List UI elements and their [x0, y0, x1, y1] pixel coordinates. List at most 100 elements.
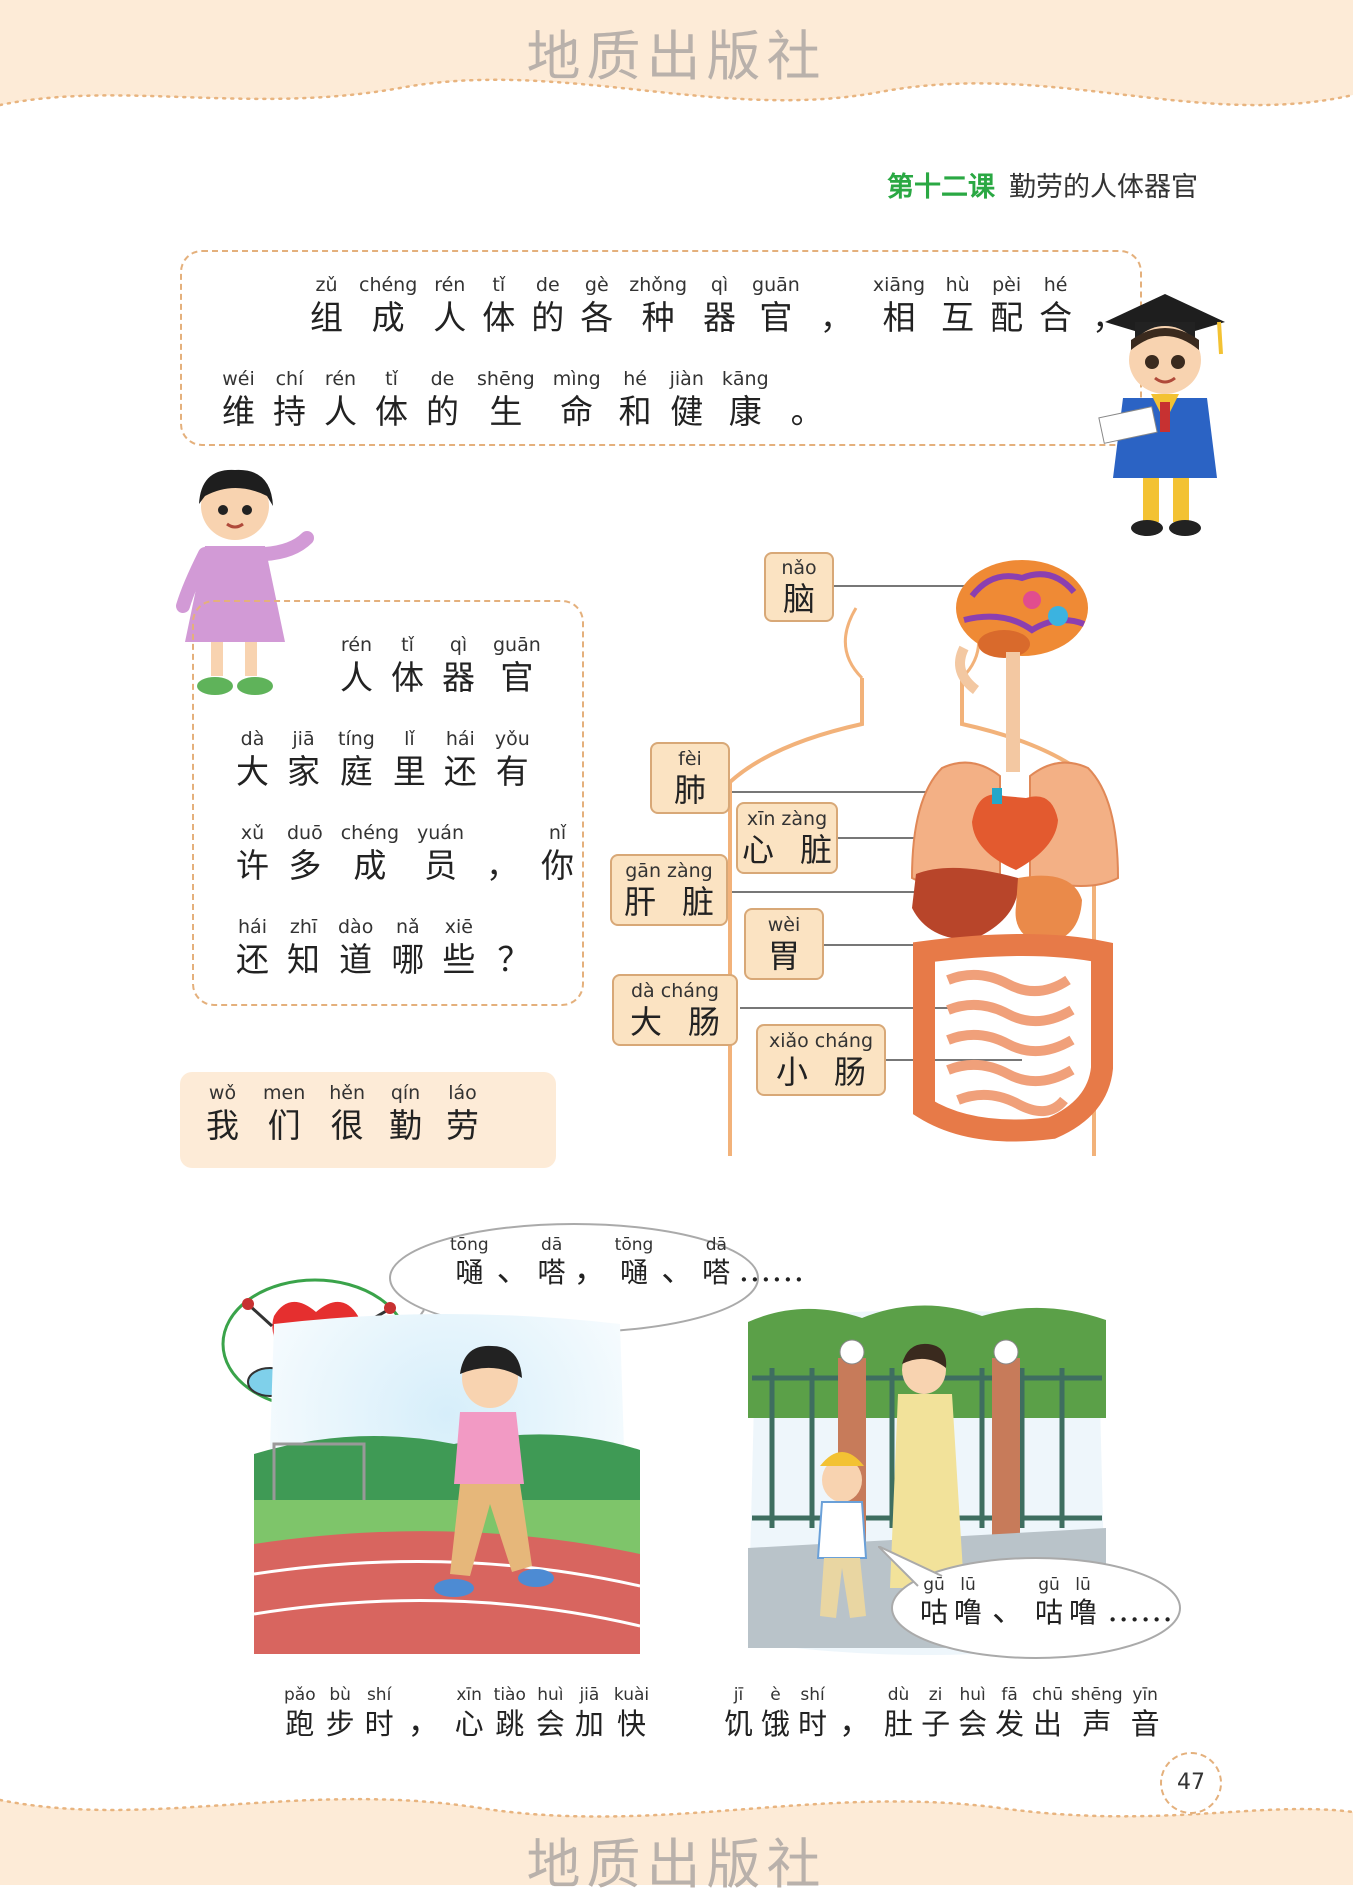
- pinyin: wǒ: [208, 1082, 237, 1104]
- pinyin: zhī: [289, 916, 318, 938]
- pinyin: zǔ: [315, 274, 338, 296]
- pinyin: gè: [584, 274, 609, 296]
- pinyin: nǎ: [395, 916, 420, 938]
- pinyin: láo: [448, 1082, 477, 1104]
- pinyin: [769, 1228, 774, 1250]
- ruby-char: ？: [493, 914, 534, 980]
- scholar-boy-illustration: [1098, 294, 1225, 536]
- hanzi: 咕: [1035, 1596, 1064, 1629]
- pinyin: huì: [537, 1685, 564, 1705]
- pinyin: [833, 272, 839, 298]
- pinyin: dào: [338, 916, 374, 938]
- ruby-char: 、: [657, 1228, 698, 1290]
- hanzi: 加: [574, 1707, 604, 1741]
- pinyin: jiàn: [669, 368, 704, 390]
- hanzi: 会: [958, 1707, 988, 1741]
- organ-label-brain: nǎo 脑: [764, 552, 834, 622]
- hanzi: ，: [573, 1250, 607, 1289]
- hanzi: 劳: [446, 1106, 480, 1145]
- hanzi: 人: [324, 392, 357, 431]
- pinyin: shí: [366, 1685, 392, 1705]
- pinyin: yuán: [417, 822, 464, 844]
- hanzi: ？: [497, 940, 531, 979]
- hanzi: 很: [330, 1106, 364, 1145]
- hanzi: 相: [882, 298, 916, 337]
- hanzi: 嗵: [455, 1256, 484, 1289]
- ruby-char: ，: [570, 1228, 611, 1290]
- hanzi: 我: [206, 1106, 239, 1145]
- hanzi: 和: [618, 392, 652, 431]
- pinyin: dà: [240, 728, 265, 750]
- pinyin: tōng: [614, 1235, 654, 1255]
- hanzi: ，: [819, 298, 853, 337]
- ruby-char: 、: [493, 1228, 534, 1290]
- pinyin: pèi: [992, 274, 1022, 296]
- organ-label-lung: fèi 肺: [650, 742, 730, 814]
- pinyin: chéng: [359, 274, 418, 296]
- hanzi: 步: [325, 1707, 355, 1741]
- hanzi: 维: [222, 392, 255, 431]
- hanzi: 命: [560, 392, 594, 431]
- pinyin: hěn: [329, 1082, 366, 1104]
- pinyin: tǐ: [492, 274, 506, 296]
- hanzi: 饿: [761, 1707, 791, 1741]
- hanzi: 成: [371, 298, 405, 337]
- pinyin: hé: [623, 368, 647, 390]
- pinyin: hé: [1043, 274, 1068, 296]
- pinyin: chéng: [340, 822, 400, 844]
- hanzi: 哪: [391, 940, 425, 979]
- pinyin: rén: [340, 634, 373, 656]
- hanzi: 的: [531, 298, 565, 337]
- pinyin: chí: [275, 368, 304, 390]
- pinyin: shí: [800, 1685, 825, 1705]
- hanzi: 跑: [285, 1707, 315, 1741]
- hanzi: 们: [267, 1106, 301, 1145]
- pinyin: [510, 1228, 515, 1250]
- organ-label-heart: xīn zàng 心脏: [736, 802, 838, 874]
- pinyin: [675, 1228, 680, 1250]
- pinyin: [804, 366, 810, 392]
- subheading-banner: [180, 1072, 556, 1168]
- hanzi: 里: [392, 752, 426, 791]
- hanzi: ……: [1107, 1590, 1174, 1629]
- ruby-char: ……: [734, 1228, 808, 1290]
- pinyin: hù: [945, 274, 970, 296]
- hanzi: 勤: [389, 1106, 423, 1145]
- hanzi: 多: [288, 846, 322, 885]
- pinyin: jiā: [579, 1685, 600, 1705]
- hanzi: 、: [661, 1250, 695, 1289]
- hanzi: 噜: [1069, 1596, 1098, 1629]
- hanzi: 各: [580, 298, 614, 337]
- pinyin: xiāng: [872, 274, 926, 296]
- hanzi: 配: [990, 298, 1024, 337]
